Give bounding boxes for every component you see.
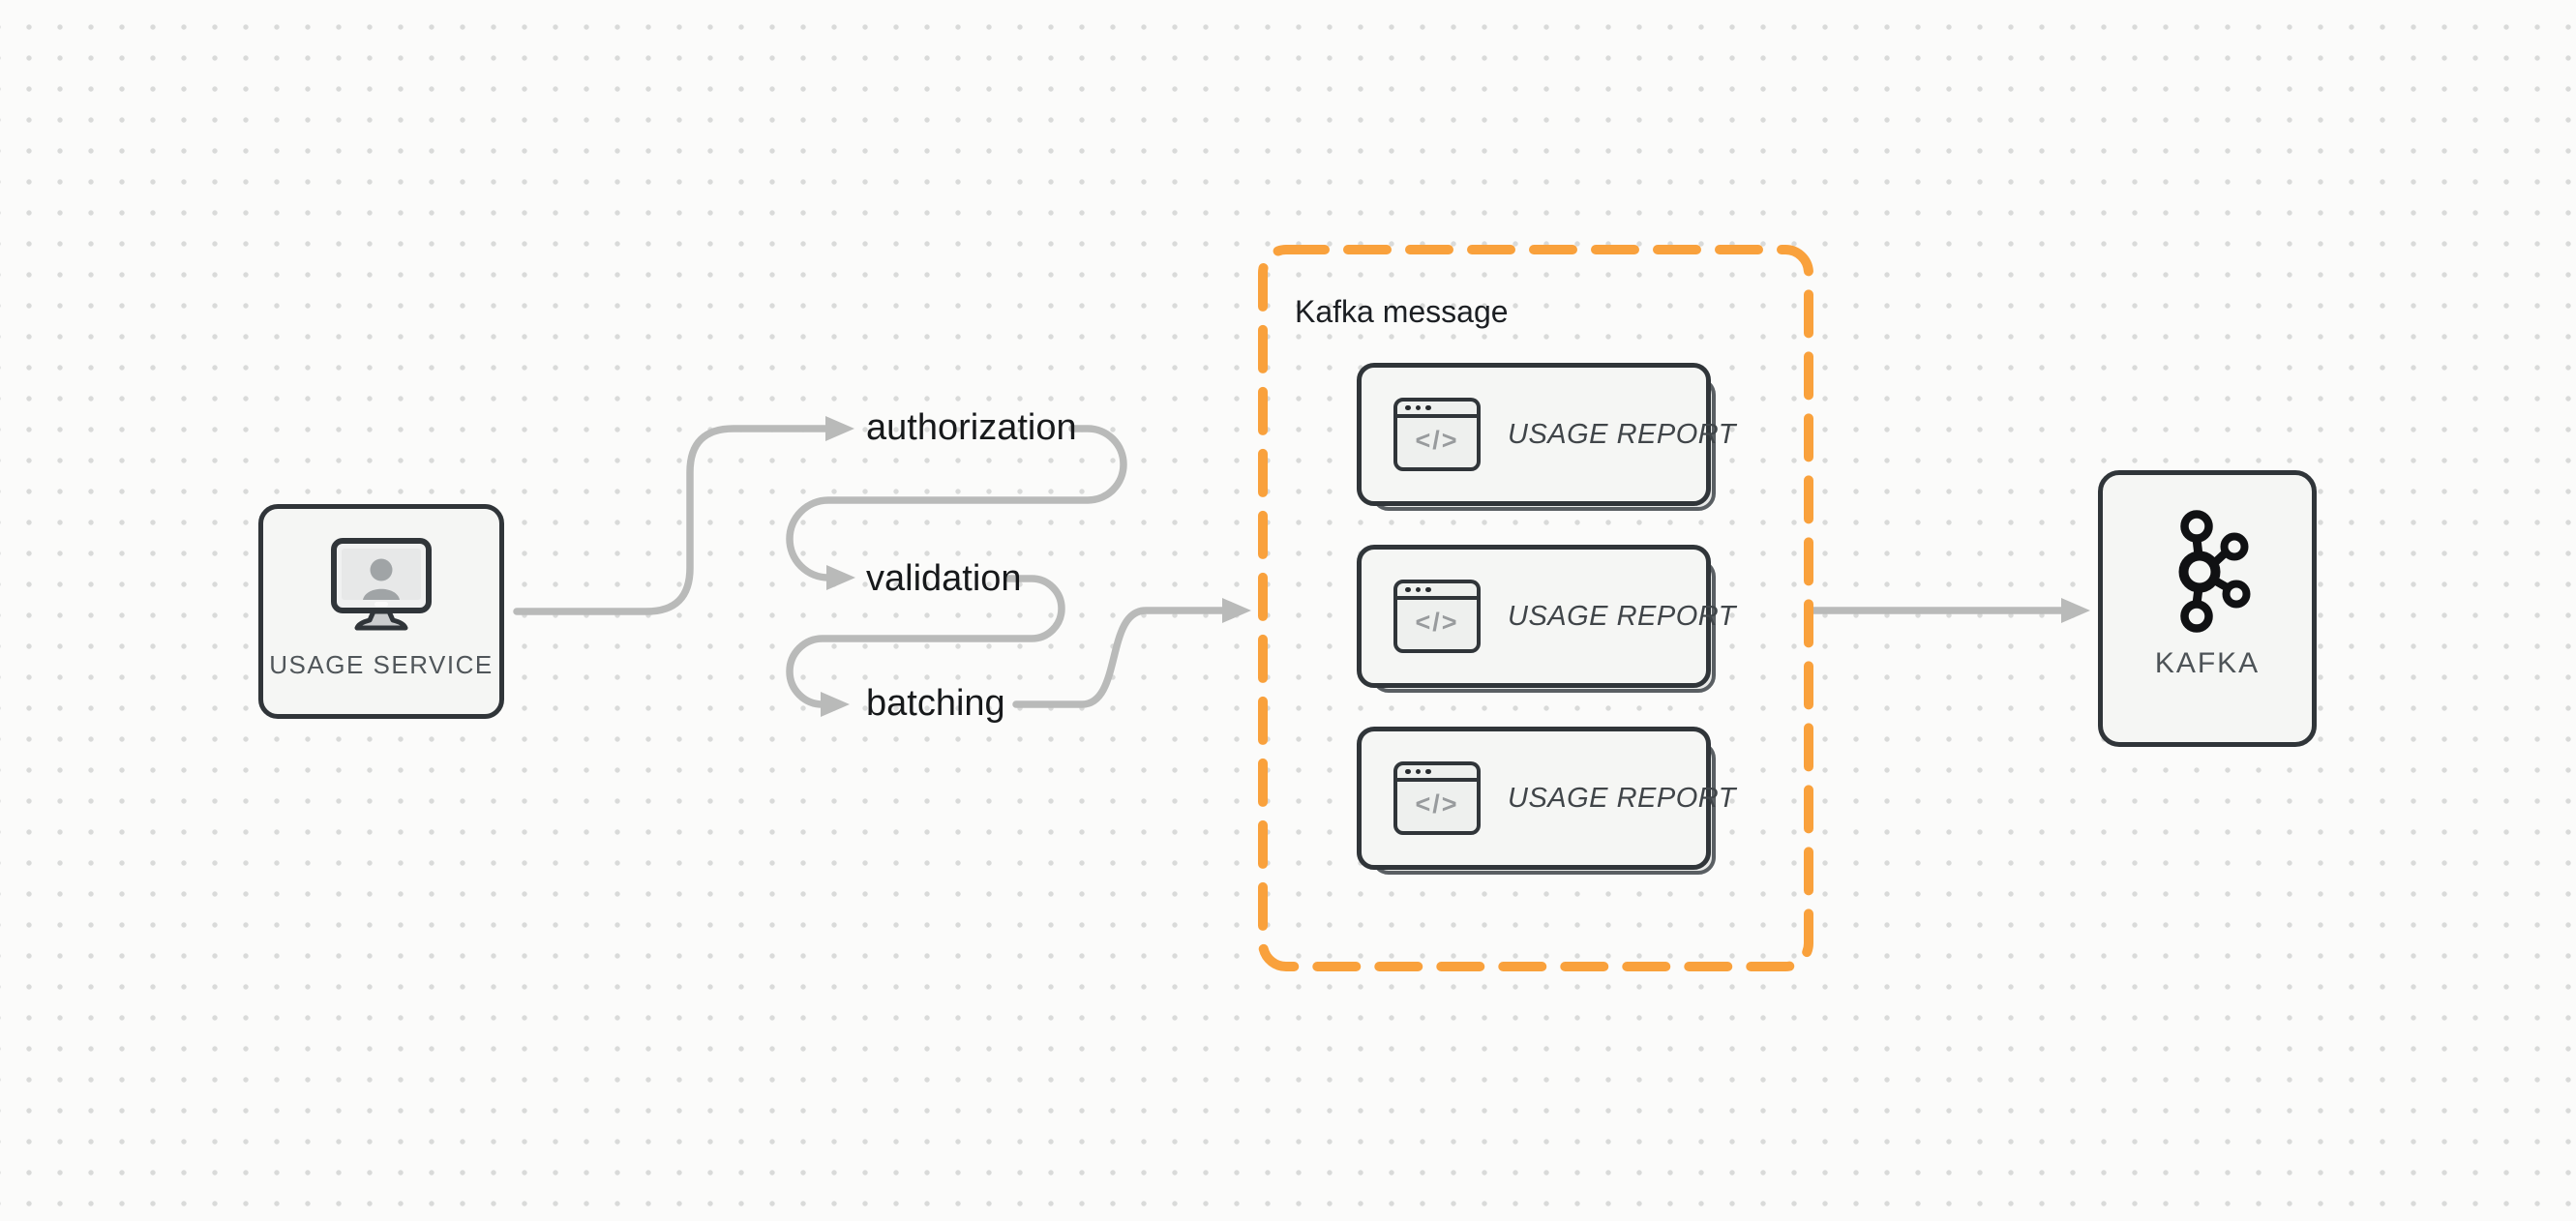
monitor-user-icon <box>331 538 432 631</box>
usage-service-node: USAGE SERVICE <box>258 504 504 719</box>
arrow-authorization-to-validation <box>786 425 1127 590</box>
kafka-label: KAFKA <box>2154 647 2261 679</box>
code-glyph: </> <box>1415 425 1459 455</box>
usage-service-label: USAGE SERVICE <box>269 650 494 679</box>
step-label-batching: batching <box>866 683 1005 724</box>
code-window-titlebar <box>1397 402 1477 418</box>
code-window-icon: </> <box>1393 761 1481 835</box>
usage-report-label: USAGE REPORT <box>1508 418 1736 450</box>
code-glyph: </> <box>1415 607 1459 637</box>
usage-report-label: USAGE REPORT <box>1508 600 1736 632</box>
usage-report-card: </> USAGE REPORT <box>1357 545 1735 693</box>
arrow-usage-service-to-authorization <box>513 416 854 615</box>
step-label-validation: validation <box>866 558 1022 599</box>
code-window-icon: </> <box>1393 580 1481 653</box>
kafka-message-group-title: Kafka message <box>1295 294 1509 329</box>
code-window-icon: </> <box>1393 398 1481 471</box>
code-window-titlebar <box>1397 583 1477 600</box>
step-label-authorization: authorization <box>866 407 1077 448</box>
code-window-titlebar <box>1397 765 1477 782</box>
arrow-batching-to-kafka-message <box>1012 598 1251 708</box>
usage-report-card: </> USAGE REPORT <box>1357 363 1735 511</box>
kafka-node: KAFKA <box>2098 470 2317 747</box>
code-glyph: </> <box>1415 789 1459 819</box>
usage-report-card: </> USAGE REPORT <box>1357 727 1735 875</box>
usage-report-label: USAGE REPORT <box>1508 782 1736 814</box>
kafka-logo-icon <box>2178 510 2251 633</box>
